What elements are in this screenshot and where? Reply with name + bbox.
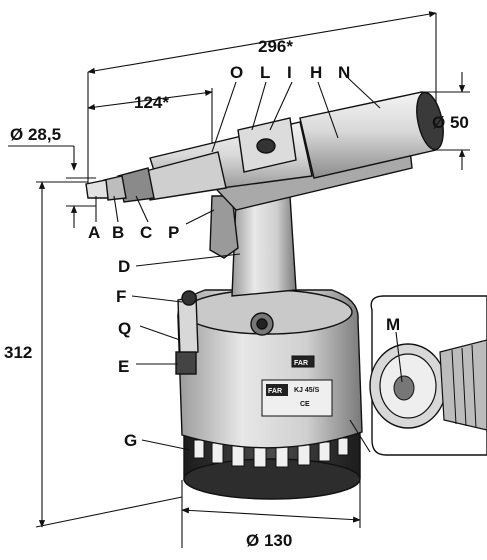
base-slots (193, 437, 349, 468)
label-d: D (118, 257, 130, 276)
valve-knob (256, 138, 276, 154)
dimension-lines (8, 11, 470, 548)
rear-cap (416, 91, 444, 151)
label-m: M (386, 315, 400, 334)
label-p: P (168, 223, 179, 242)
label-b: B (112, 223, 124, 242)
nameplate-model: KJ 45/S (294, 387, 320, 394)
label-c: C (140, 223, 152, 242)
part-leaders (95, 77, 403, 451)
dim-head-diameter: Ø 50 (432, 113, 469, 132)
dim-overall-length: 296* (258, 37, 293, 56)
label-o: O (230, 63, 243, 82)
label-i: I (287, 63, 292, 82)
nameplate: FAR FAR KJ 45/S CE (261, 355, 333, 417)
air-fitting-knob (181, 290, 197, 306)
label-g: G (124, 431, 137, 450)
nameplate-brand: FAR (268, 388, 282, 395)
label-e: E (118, 357, 129, 376)
label-f: F (116, 287, 126, 306)
label-n: N (338, 63, 350, 82)
nameplate-ce: CE (300, 401, 310, 408)
label-q: Q (118, 319, 131, 338)
handle (231, 195, 297, 297)
dim-nose-diameter: Ø 28,5 (10, 125, 61, 144)
nosepiece (85, 179, 109, 199)
air-inlet (175, 351, 197, 375)
base-bottom (183, 458, 361, 500)
dim-height: 312 (4, 343, 32, 362)
label-l: L (260, 63, 270, 82)
label-a: A (88, 223, 100, 242)
inset-valve (393, 375, 415, 401)
detail-inset (349, 295, 487, 456)
nameplate-brand-small: FAR (294, 360, 308, 367)
label-h: H (310, 63, 322, 82)
dim-nose-length: 124* (134, 93, 169, 112)
dim-base-diameter: Ø 130 (246, 531, 292, 550)
rear-cylinder (299, 91, 437, 179)
